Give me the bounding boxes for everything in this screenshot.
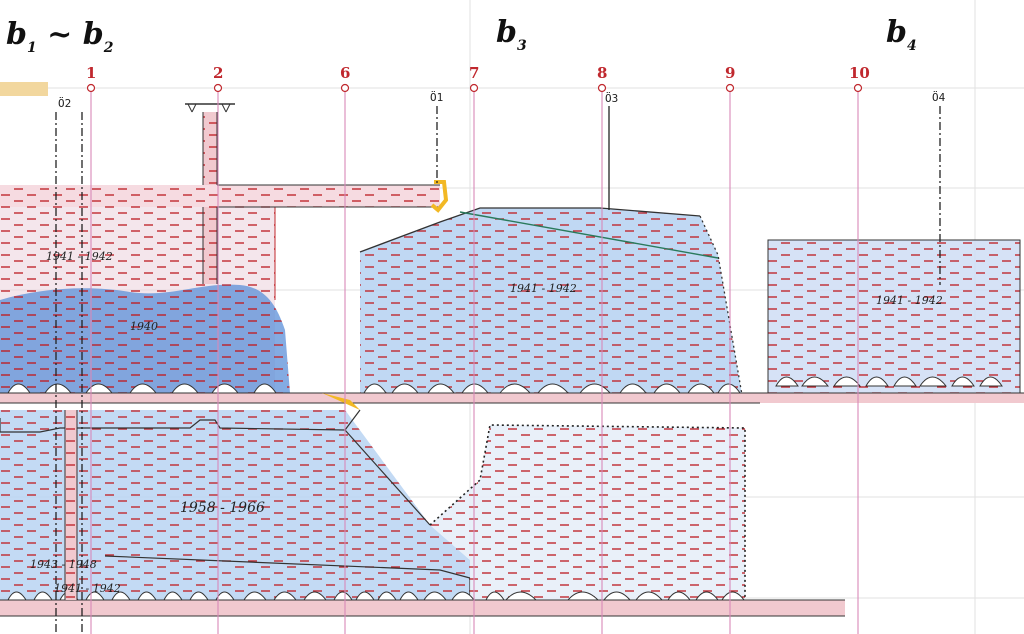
upper-right-working — [767, 239, 1021, 396]
period-label-left-blue: 1940 — [130, 320, 158, 333]
period-label-lower-left-a: 1943 - 1948 — [30, 558, 97, 571]
upper-level-road — [0, 392, 1024, 404]
grid-number-8: 8 — [597, 64, 607, 82]
borehole-lines — [55, 106, 941, 634]
grid-lines — [90, 88, 859, 634]
upper-left-working — [0, 82, 290, 393]
period-label-lower-main: 1958 - 1966 — [180, 500, 265, 516]
upper-center-working — [359, 207, 743, 396]
borehole-label-o1: Ö1 — [430, 91, 443, 104]
grid-number-1: 1 — [86, 64, 96, 82]
grid-number-9: 9 — [725, 64, 735, 82]
borehole-label-o2: Ö2 — [58, 97, 71, 110]
grid-number-2: 2 — [213, 64, 223, 82]
period-label-lower-left-b: 1941 - 1942 — [54, 582, 121, 595]
grid-number-6: 6 — [340, 64, 350, 82]
lower-left-working — [0, 393, 471, 600]
period-label-center-upper: 1941 - 1942 — [510, 282, 577, 295]
borehole-label-o4: Ö4 — [932, 91, 946, 104]
period-label-right-upper: 1941 - 1942 — [876, 294, 943, 307]
lower-shaft — [64, 410, 78, 600]
grid-number-7: 7 — [469, 64, 479, 82]
seam-b3-label: b3 — [496, 15, 527, 54]
upper-gallery — [0, 180, 449, 213]
seam-b4-label: b4 — [886, 15, 917, 54]
grid-markers — [86, 83, 863, 93]
period-label-left-upper: 1941 - 1942 — [46, 250, 113, 263]
lower-right-working — [429, 424, 746, 600]
lower-level-road — [0, 599, 845, 617]
seam-b1-b2-label: b1 ~ b2 — [6, 17, 114, 56]
grid-number-10: 10 — [849, 64, 870, 82]
lower-arches — [7, 591, 746, 601]
borehole-label-o3: Ö3 — [605, 92, 618, 105]
